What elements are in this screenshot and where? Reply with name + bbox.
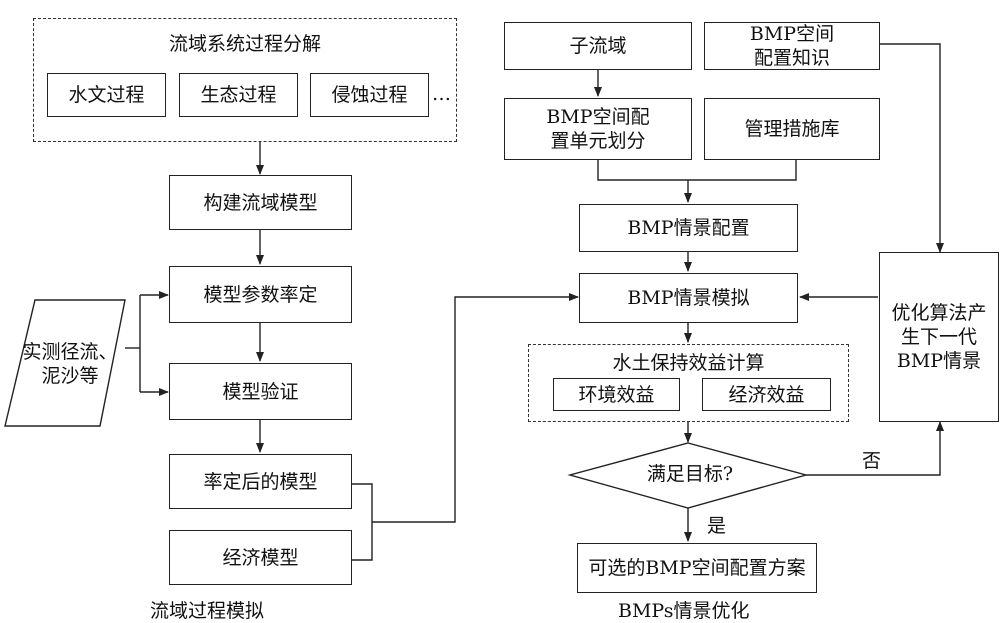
observed-data-label: 实测径流、 泥沙等 <box>22 341 118 387</box>
arrow-models-to-sim <box>372 293 579 523</box>
calibrated-model-box: 率定后的模型 <box>169 454 352 509</box>
scenario-config-box: BMP情景配置 <box>579 204 798 252</box>
arrow-decision-no <box>806 421 944 476</box>
left-caption: 流域过程模拟 <box>150 600 265 622</box>
calibrate-box: 模型参数率定 <box>169 266 352 323</box>
decomposition-title: 流域系统过程分解 <box>168 33 321 55</box>
process-ecology: 生态过程 <box>179 73 298 117</box>
economic-model-box: 经济模型 <box>169 530 352 585</box>
arrow-knowledge-to-optimizer <box>880 43 944 253</box>
process-erosion: 侵蚀过程 <box>310 73 429 117</box>
mgmt-db-box: 管理措施库 <box>704 98 880 160</box>
env-benefit-box: 环境效益 <box>553 378 680 411</box>
optimizer-box: 优化算法产 生下一代 BMP情景 <box>879 252 999 422</box>
bracket-models <box>352 483 373 561</box>
bmp-unit-box: BMP空间配 置单元划分 <box>504 98 692 160</box>
benefit-group <box>528 344 849 422</box>
decision-diamond <box>567 442 809 509</box>
process-ellipsis: … <box>432 83 451 105</box>
eco-benefit-box: 经济效益 <box>702 378 831 411</box>
merge-to-config <box>597 160 797 181</box>
process-hydrology: 水文过程 <box>47 73 166 117</box>
right-caption: BMPs情景优化 <box>618 600 750 622</box>
scenario-sim-box: BMP情景模拟 <box>579 273 798 323</box>
build-model-box: 构建流域模型 <box>169 175 352 230</box>
decision-label: 满足目标? <box>646 463 734 485</box>
benefit-title: 水土保持效益计算 <box>612 352 765 374</box>
process-decomposition-group <box>33 18 457 142</box>
yes-label: 是 <box>707 515 727 537</box>
result-box: 可选的BMP空间配置方案 <box>577 543 817 593</box>
subbasin-box: 子流域 <box>504 22 692 70</box>
observed-data-shape <box>4 299 126 427</box>
validate-box: 模型验证 <box>169 363 352 420</box>
no-label: 否 <box>862 450 882 472</box>
bmp-knowledge-box: BMP空间 配置知识 <box>704 22 880 70</box>
